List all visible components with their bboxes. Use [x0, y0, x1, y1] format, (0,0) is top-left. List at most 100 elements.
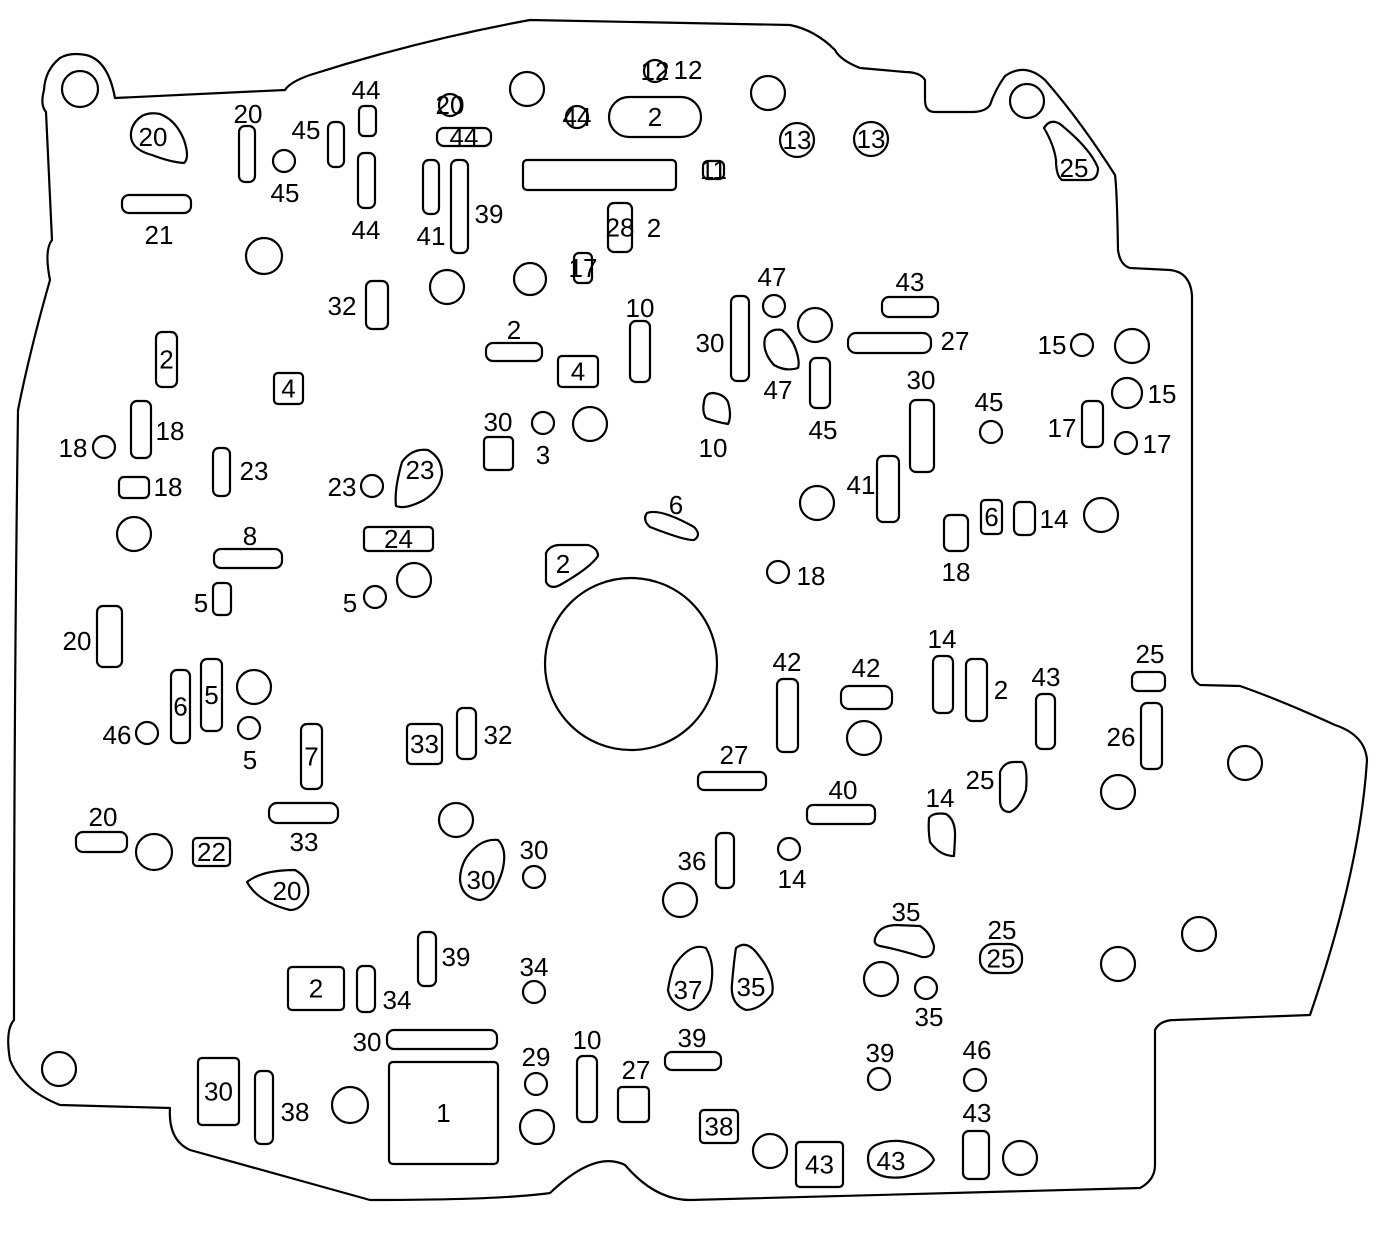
passage-circle	[134, 832, 174, 872]
callout-number: 46	[103, 720, 132, 750]
passage-circle	[134, 720, 160, 746]
passage-slot	[129, 399, 153, 460]
passage-circle	[362, 584, 388, 610]
passage-circle	[437, 801, 475, 839]
passage-circle	[571, 405, 609, 443]
passage-circle	[1110, 376, 1144, 410]
callout-number: 33	[290, 827, 319, 857]
passage-number: 4	[571, 357, 585, 387]
callout-number: 44	[352, 215, 381, 245]
gasket-plate-outline	[7, 18, 1369, 1202]
passage-circle	[862, 960, 900, 998]
passage-number: 30	[204, 1077, 233, 1107]
passage-circle	[1113, 430, 1139, 456]
passage-slot	[211, 446, 232, 498]
callout-number: 18	[59, 433, 88, 463]
passage-slot	[839, 684, 894, 711]
passage-box	[794, 1140, 845, 1189]
callout-number: 3	[536, 440, 550, 470]
callout-number: 47	[764, 375, 793, 405]
passage-slot	[846, 331, 933, 355]
passage-number: 13	[783, 125, 812, 155]
passage-blob	[702, 391, 732, 426]
passage-slot	[237, 124, 257, 184]
passage-slot	[714, 831, 736, 890]
passage-slot	[942, 513, 970, 553]
passage-circle	[962, 1067, 988, 1093]
passage-number: 1	[436, 1098, 450, 1128]
callout-number: 39	[475, 199, 504, 229]
callout-number: 46	[963, 1035, 992, 1065]
passage-box	[979, 498, 1004, 536]
callout-number: 23	[240, 456, 269, 486]
callout-number: 14	[778, 864, 807, 894]
passage-blob	[666, 945, 714, 1012]
callout-number: 39	[678, 1023, 707, 1053]
callout-number: 17	[1048, 413, 1077, 443]
passage-blob	[458, 838, 506, 902]
passage-blob	[129, 112, 189, 165]
passage-circle	[798, 484, 836, 522]
callout-number: 25	[988, 915, 1017, 945]
passage-blob	[245, 868, 310, 912]
passage-slot	[326, 120, 346, 169]
callout-number: 14	[1040, 504, 1069, 534]
passage-circle	[330, 1085, 370, 1125]
callout-number: 36	[678, 846, 707, 876]
passage-number: 6	[669, 490, 683, 520]
passage-number: 6	[984, 502, 998, 532]
callout-number: 43	[963, 1098, 992, 1128]
passage-number: 13	[857, 124, 886, 154]
passage-box	[191, 836, 232, 868]
passage-number: 20	[273, 876, 302, 906]
passage-number: 22	[197, 837, 226, 867]
passage-slot	[1034, 692, 1057, 751]
passage-blob	[544, 543, 600, 589]
callout-number: 10	[699, 433, 728, 463]
callout-number: 35	[915, 1002, 944, 1032]
passage-slot	[211, 581, 233, 617]
passage-slot	[355, 964, 377, 1014]
callout-number: 27	[720, 740, 749, 770]
passage-slot	[696, 770, 768, 792]
passage-slot	[357, 104, 378, 138]
passage-slot	[729, 294, 751, 383]
passage-circle	[564, 104, 590, 130]
callout-number: 14	[928, 624, 957, 654]
passage-circle	[852, 120, 890, 158]
callout-number: 26	[1107, 722, 1136, 752]
passage-circle	[359, 473, 385, 499]
passage-box	[196, 1056, 241, 1127]
passage-circle	[512, 261, 548, 297]
passage-number: 35	[737, 972, 766, 1002]
passage-slot	[267, 801, 340, 825]
passage-number: 25	[987, 944, 1016, 974]
passage-number: 5	[204, 680, 218, 710]
passage-slot	[964, 657, 989, 723]
callout-number: 30	[696, 328, 725, 358]
passage-circle	[244, 236, 284, 276]
callout-number: 30	[353, 1027, 382, 1057]
callout-number: 12	[674, 55, 703, 85]
passage-circle	[1099, 773, 1137, 811]
passage-slot	[74, 830, 129, 854]
passage-number: 11	[700, 155, 727, 185]
passage-number: 20	[436, 90, 465, 120]
passage-blob	[873, 923, 936, 959]
callout-number: 41	[417, 221, 446, 251]
passage-blob	[866, 1139, 936, 1179]
passage-slot	[169, 668, 192, 745]
passage-slot	[435, 126, 493, 148]
callout-number: 20	[234, 99, 263, 129]
passage-slot	[978, 942, 1024, 975]
callout-number: 18	[154, 472, 183, 502]
passage-slot	[663, 1050, 723, 1072]
callout-number: 15	[1038, 330, 1067, 360]
callout-number: 41	[847, 470, 876, 500]
passage-slot	[484, 341, 544, 363]
passage-slot	[299, 722, 324, 791]
passage-circle	[749, 74, 787, 112]
passage-slot	[701, 159, 726, 181]
callout-number: 43	[1032, 662, 1061, 692]
passage-number: 2	[648, 102, 662, 132]
